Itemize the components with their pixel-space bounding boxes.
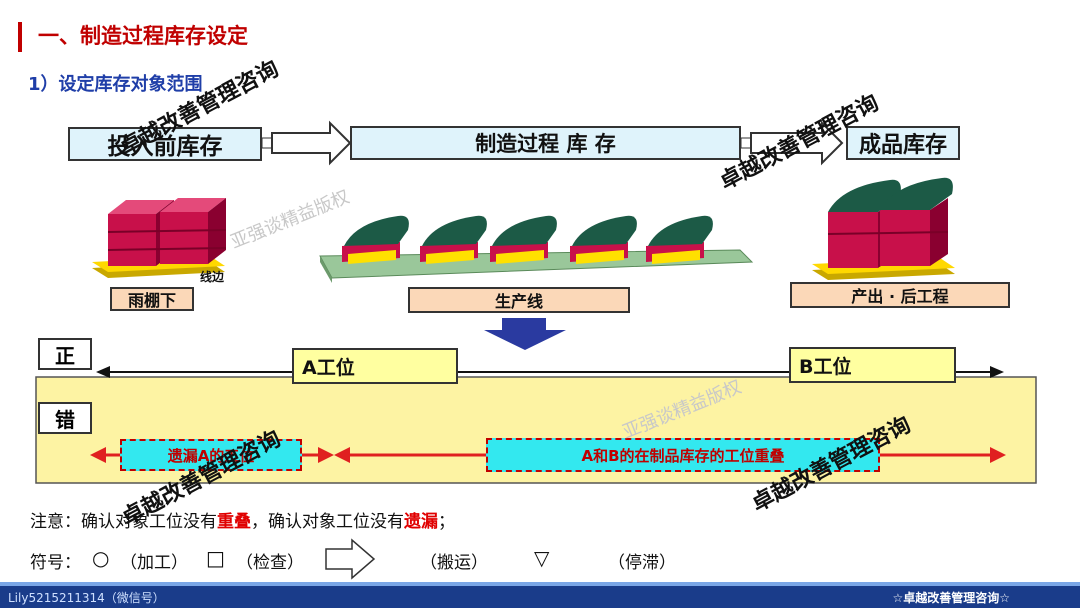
symbols-prefix: 符号： xyxy=(30,553,81,573)
conveyor-items xyxy=(342,215,713,264)
page-title: 一、制造过程库存设定 xyxy=(38,24,248,48)
note-overlap-word: 重叠 xyxy=(217,512,251,532)
correct-label: 正 xyxy=(38,338,92,370)
square-icon: □ xyxy=(206,546,225,570)
overlap-station-box: A和B的在制品库存的工位重叠 xyxy=(486,438,880,472)
a-station-box: A工位 xyxy=(292,348,458,384)
pallet-stack-left xyxy=(92,198,227,278)
stagnate-label: （停滞） xyxy=(608,553,676,573)
production-line-label: 生产线 xyxy=(408,287,630,313)
pallet-stack-right xyxy=(812,177,955,280)
wrong-label: 错 xyxy=(38,402,92,434)
note-middle: ，确认对象工位没有 xyxy=(251,512,404,532)
transport-arrow-icon xyxy=(325,538,376,580)
footer-right-text: ☆卓越改善管理咨询☆ xyxy=(892,591,1010,605)
triangle-icon: ▽ xyxy=(534,546,550,570)
inspect-label: （检查） xyxy=(236,553,304,573)
note-prefix: 注意：确认对象工位没有 xyxy=(30,512,217,532)
footer-bar xyxy=(0,586,1080,608)
stage-finished: 成品库存 xyxy=(846,126,960,160)
down-arrow xyxy=(484,318,566,350)
note-line: 注意：确认对象工位没有重叠，确认对象工位没有遗漏； xyxy=(30,507,455,532)
flow-arrow-1 xyxy=(261,120,352,166)
b-station-box: B工位 xyxy=(789,347,956,383)
transport-label: （搬运） xyxy=(420,553,488,573)
footer-left-text: Lily5215211314（微信号） xyxy=(8,591,165,605)
output-post-label: 产出 · 后工程 xyxy=(790,282,1010,308)
line-side-label: 线边 xyxy=(200,270,225,284)
circle-icon: ○ xyxy=(92,546,110,570)
process-label: （加工） xyxy=(120,553,188,573)
flow-arrow-2 xyxy=(740,120,844,166)
note-suffix: ； xyxy=(438,512,455,532)
title-accent-bar xyxy=(18,22,22,52)
stage-in-process: 制造过程 库 存 xyxy=(350,126,741,160)
missing-station-box: 遗漏A的工位 xyxy=(120,439,302,471)
stage-pre-input: 投入前库存 xyxy=(68,127,262,161)
note-missing-word: 遗漏 xyxy=(404,512,438,532)
page-subtitle: 1）设定库存对象范围 xyxy=(28,74,203,95)
rain-shed-label: 雨棚下 xyxy=(110,287,194,311)
